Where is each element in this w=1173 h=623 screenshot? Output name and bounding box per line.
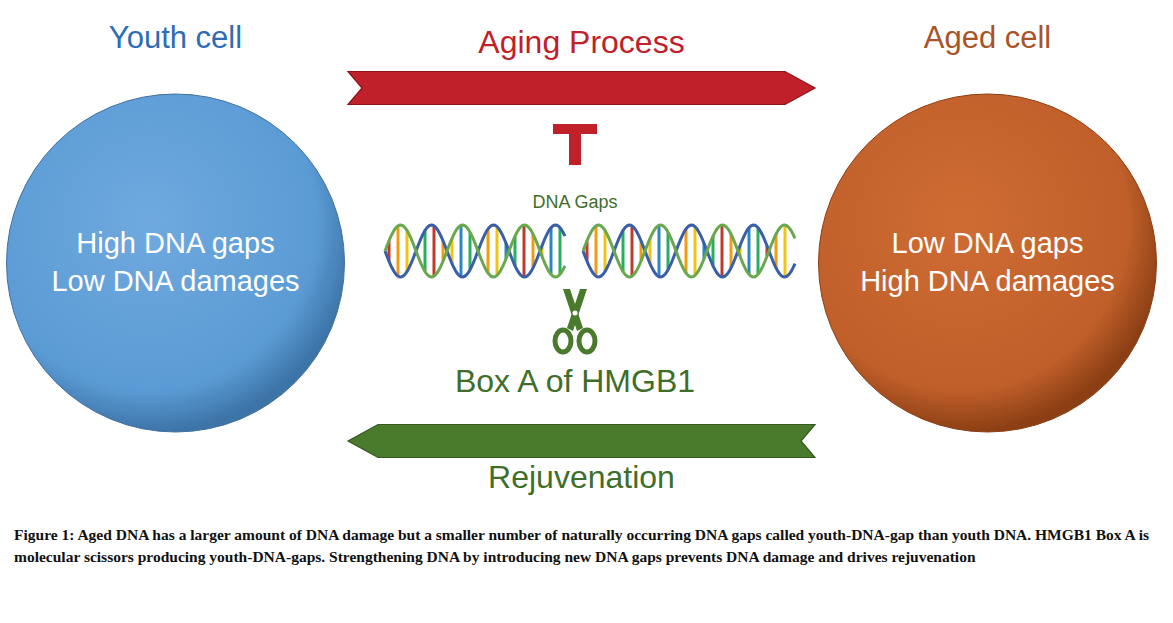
dna-base-pair bbox=[622, 230, 625, 271]
dna-base-pair bbox=[631, 226, 634, 276]
cell-circle-shape bbox=[819, 94, 1157, 432]
dna-base-pair bbox=[604, 230, 607, 271]
process-arrow-band bbox=[348, 425, 815, 458]
dna-base-pair bbox=[559, 228, 562, 275]
figure-caption: Figure 1: Aged DNA has a larger amount o… bbox=[14, 524, 1162, 568]
cell-circle-shape bbox=[7, 94, 345, 432]
diagram-label: DNA Gaps bbox=[532, 192, 617, 213]
cell-body: High DNA gaps Low DNA damages bbox=[3, 92, 348, 434]
diagram-label: Box A of HMGB1 bbox=[455, 363, 695, 400]
dna-base-pair bbox=[757, 228, 760, 275]
cell-node: Youth cellHigh DNA gaps Low DNA damages bbox=[3, 14, 348, 434]
cell-text: Low DNA gaps High DNA damages bbox=[838, 225, 1138, 300]
dna-base-pair bbox=[397, 226, 400, 276]
dna-base-pair bbox=[406, 230, 409, 271]
dna-backbone bbox=[385, 225, 565, 277]
scissors-handle bbox=[555, 330, 571, 352]
scissors-handle bbox=[579, 330, 595, 352]
dna-backbone bbox=[385, 225, 565, 277]
dna-base-pair bbox=[748, 228, 751, 275]
dna-backbone bbox=[583, 225, 795, 277]
dna-base-pair bbox=[685, 229, 688, 273]
dna-base-pair bbox=[487, 229, 490, 273]
dna-base-pair bbox=[721, 225, 724, 277]
cell-body: Low DNA gaps High DNA damages bbox=[815, 92, 1160, 434]
cell-heading: Aged cell bbox=[815, 14, 1160, 92]
cell-heading: Youth cell bbox=[3, 14, 348, 92]
dna-helices bbox=[385, 225, 795, 277]
cell-circle bbox=[3, 92, 348, 434]
dna-base-pair bbox=[424, 230, 427, 271]
dna-base-pair bbox=[658, 225, 661, 276]
dna-base-pair bbox=[469, 232, 472, 270]
scissors-pivot bbox=[573, 311, 578, 316]
cell-circle bbox=[815, 92, 1160, 434]
dna-base-pair bbox=[496, 227, 499, 276]
dna-base-pair bbox=[784, 225, 787, 277]
inhibition-t bbox=[553, 124, 597, 165]
dna-backbone bbox=[583, 225, 795, 277]
dna-base-pair bbox=[694, 227, 697, 276]
process-arrow-band bbox=[348, 72, 815, 105]
arrow-label: Rejuvenation bbox=[488, 457, 675, 497]
arrow-label: Aging Process bbox=[478, 22, 684, 62]
dna-base-pair bbox=[550, 228, 553, 275]
dna-base-pair bbox=[523, 225, 526, 277]
dna-base-pair bbox=[667, 232, 670, 270]
inhibition-stem bbox=[569, 128, 581, 165]
scissors-icon bbox=[555, 289, 595, 352]
dna-base-pair bbox=[433, 226, 436, 276]
dna-base-pair bbox=[460, 225, 463, 276]
cell-text: High DNA gaps Low DNA damages bbox=[26, 225, 326, 300]
cell-node: Aged cellLow DNA gaps High DNA damages bbox=[815, 14, 1160, 434]
dna-base-pair bbox=[595, 226, 598, 276]
scissors-blade bbox=[567, 289, 587, 331]
